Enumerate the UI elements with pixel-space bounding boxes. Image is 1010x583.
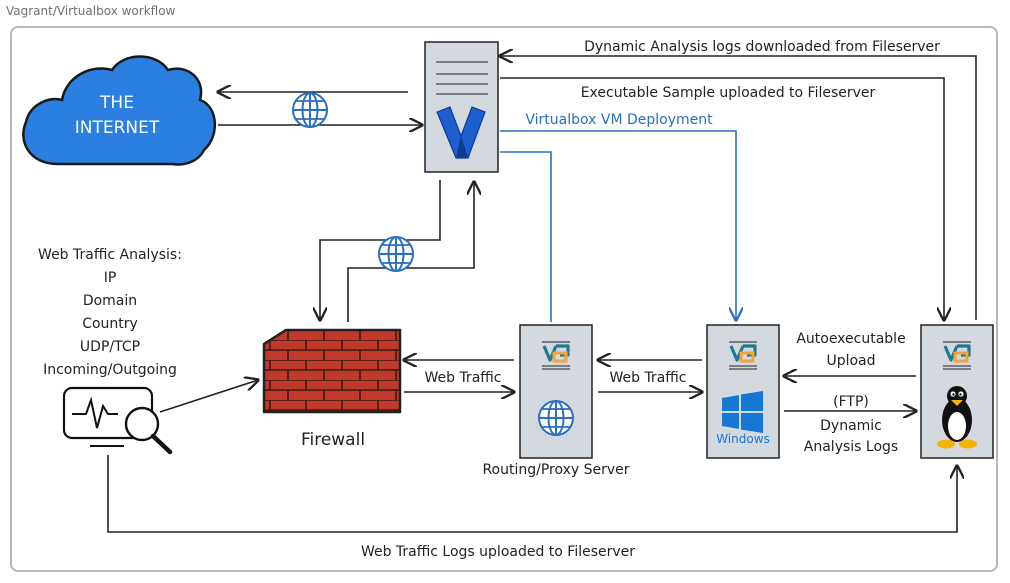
diagram-caption: Vagrant/Virtualbox workflow [6,4,176,18]
analysis-item: Country [82,316,138,332]
ftp-label-line1: (FTP) [833,394,869,410]
windows-logo-icon [722,391,763,433]
arrow-vm-deploy-windows [500,130,736,320]
arrow-host-to-firewall [320,180,441,320]
analysis-title: Web Traffic Analysis: [38,247,182,263]
linux-fileserver [920,324,994,459]
web-traffic-right-label: Web Traffic [609,370,686,386]
traffic-logs-label: Web Traffic Logs uploaded to Fileserver [361,544,635,560]
vagrant-logo-icon [436,106,486,159]
ftp-label-line2: Dynamic [820,418,882,434]
autoexec-label-line2: Upload [826,353,875,369]
routing-proxy-label: Routing/Proxy Server [482,462,629,478]
analysis-item: UDP/TCP [80,339,140,355]
traffic-monitor-icon [62,386,173,455]
arrow-sample-uploaded [500,77,944,320]
analysis-item: Incoming/Outgoing [43,362,177,378]
globe-icon [292,92,328,128]
sample-uploaded-label: Executable Sample uploaded to Fileserver [581,85,876,101]
internet-cloud: THE INTERNET [22,55,217,166]
cloud-text-line1: THE [99,93,134,113]
routing-proxy-server [519,324,593,459]
windows-label: Windows [716,432,770,446]
vm-deployment-label: Virtualbox VM Deployment [525,112,713,128]
ftp-label-line3: Analysis Logs [804,439,898,455]
logs-downloaded-label: Dynamic Analysis logs downloaded from Fi… [584,39,940,55]
globe-icon [538,400,574,436]
linux-tux-icon [937,386,977,449]
arrow-traffic-logs-uploaded [107,455,957,533]
diagram-frame [10,26,998,572]
analysis-item: Domain [83,293,137,309]
analysis-item: IP [104,270,117,286]
vagrant-host-server [424,41,499,173]
arrow-logs-downloaded [500,56,977,320]
cloud-text-line2: INTERNET [75,118,160,138]
globe-icon [378,236,414,272]
web-traffic-left-label: Web Traffic [424,370,501,386]
windows-vm-server: Windows [706,324,780,459]
analysis-text: Web Traffic Analysis: IP Domain Country … [38,247,182,378]
arrow-firewall-to-host [347,182,474,322]
autoexec-label-line1: Autoexecutable [796,331,905,347]
arrow-analysis-to-firewall [159,380,258,413]
line-vm-deploy-proxy [500,151,552,322]
firewall-icon [262,328,402,414]
firewall-label: Firewall [301,430,365,450]
